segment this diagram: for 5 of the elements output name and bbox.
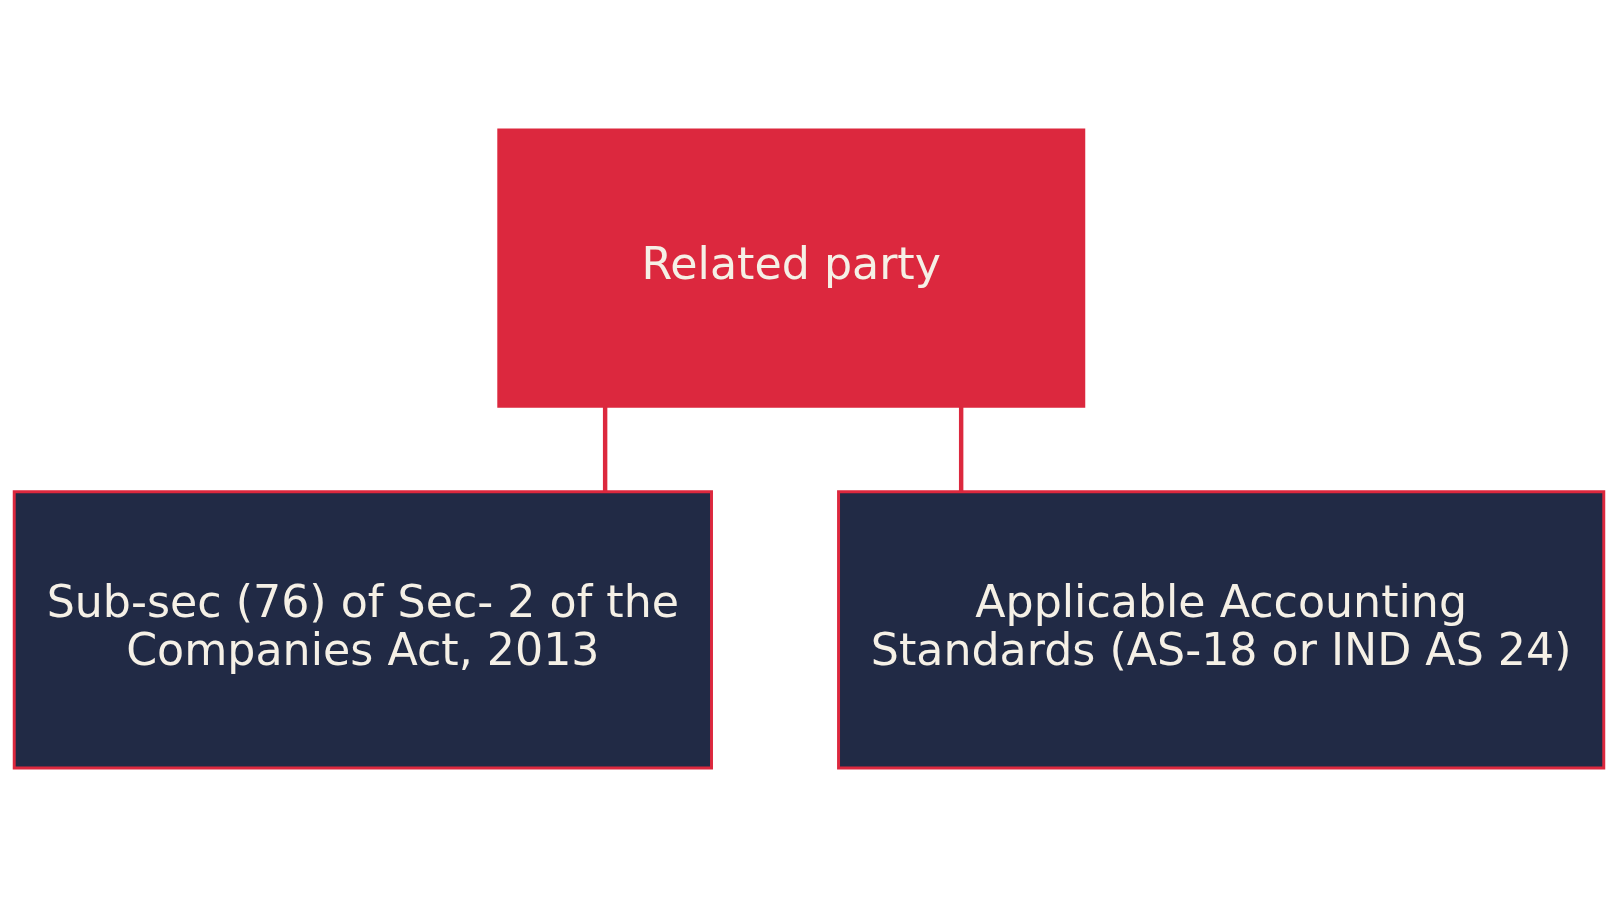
connector [958,406,964,492]
node-box: Applicable Accounting Standards (AS-18 or IND AS 24) [837,490,1606,770]
node-box: Sub-sec (76) of Sec- 2 of the Companies Act, 2013 [12,490,713,770]
connector [602,406,608,492]
node-box: Related party [497,128,1086,408]
